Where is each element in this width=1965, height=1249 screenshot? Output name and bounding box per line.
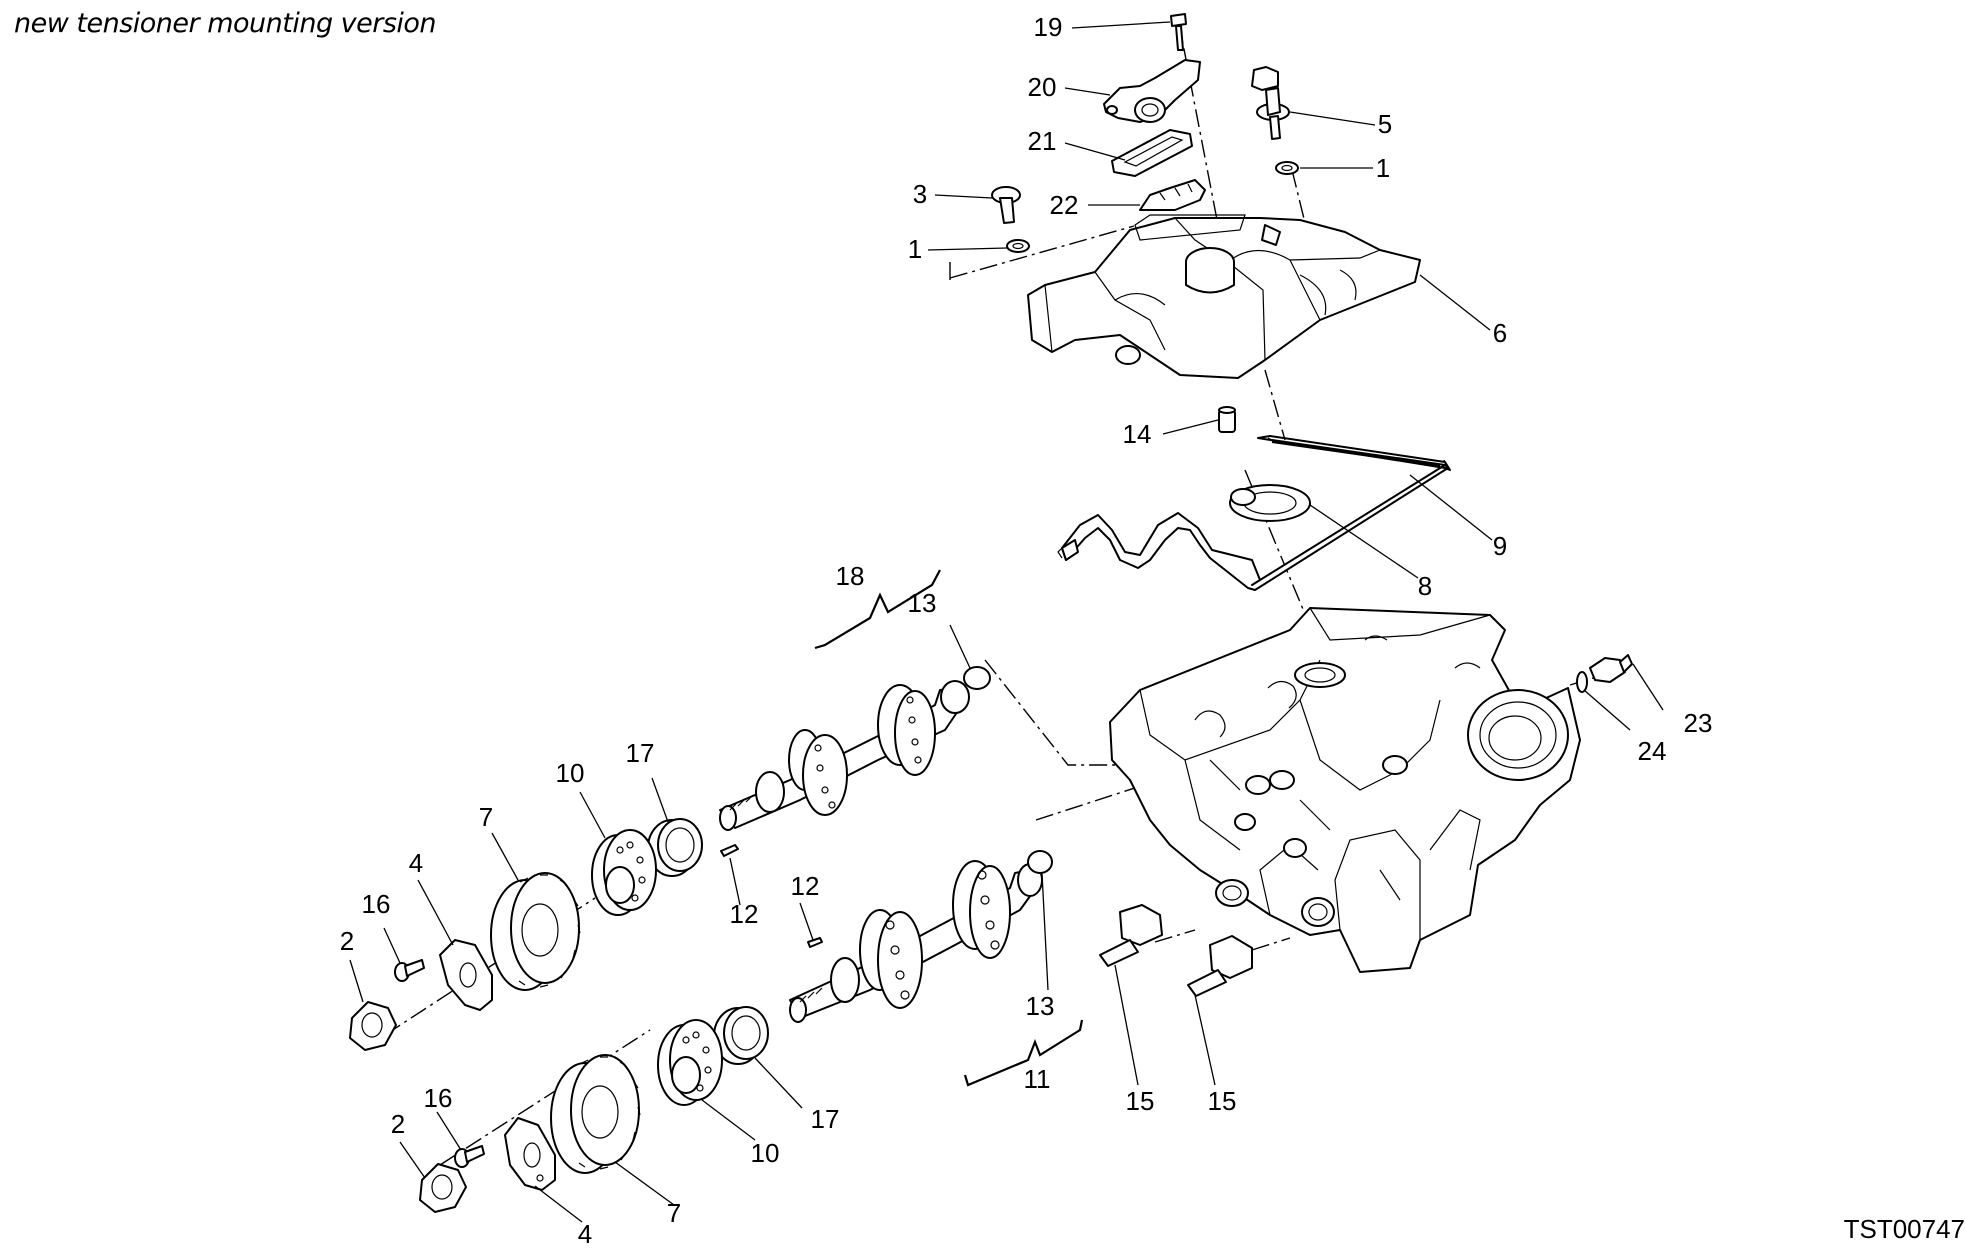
callout-21: 21 bbox=[1028, 126, 1057, 156]
leader-lines bbox=[349, 21, 1664, 1223]
cam-hub-upper bbox=[591, 829, 657, 916]
callout-3: 3 bbox=[913, 179, 927, 209]
callout-5: 5 bbox=[1378, 109, 1392, 139]
plug-seal bbox=[1229, 484, 1311, 522]
tensioner-bracket bbox=[1103, 59, 1201, 123]
retaining-plate-upper bbox=[439, 939, 493, 1011]
retaining-plate-lower bbox=[504, 1117, 556, 1191]
camshaft-upper bbox=[719, 680, 970, 831]
cam-hub-lower bbox=[657, 1019, 723, 1106]
o-ring-upper bbox=[963, 666, 991, 690]
callout-7: 7 bbox=[667, 1198, 681, 1228]
callout-14: 14 bbox=[1123, 419, 1152, 449]
plate-screw-upper bbox=[394, 959, 425, 982]
camshaft-lower bbox=[789, 860, 1043, 1023]
callout-1: 1 bbox=[1376, 153, 1390, 183]
bracket-18 bbox=[814, 569, 941, 650]
callout-2: 2 bbox=[340, 926, 354, 956]
ring-nut-lower bbox=[419, 1163, 467, 1213]
callout-13: 13 bbox=[908, 588, 937, 618]
washer-right bbox=[1275, 161, 1299, 175]
temperature-sensor bbox=[1589, 654, 1633, 683]
cover-screw-left bbox=[991, 186, 1021, 224]
callout-4: 4 bbox=[578, 1219, 592, 1249]
callout-19: 19 bbox=[1034, 12, 1063, 42]
callout-20: 20 bbox=[1028, 72, 1057, 102]
callout-18: 18 bbox=[836, 561, 865, 591]
key-lower bbox=[807, 937, 823, 948]
callout-15: 15 bbox=[1126, 1086, 1155, 1116]
callout-17: 17 bbox=[811, 1104, 840, 1134]
callout-22: 22 bbox=[1050, 190, 1079, 220]
callout-24: 24 bbox=[1638, 736, 1667, 766]
rubber-pad bbox=[1111, 129, 1193, 177]
timing-pulley-upper bbox=[490, 872, 581, 991]
stud-bolt-right bbox=[1187, 935, 1253, 997]
callout-8: 8 bbox=[1418, 571, 1432, 601]
cover-gasket bbox=[1057, 435, 1451, 591]
o-ring-lower bbox=[1027, 850, 1053, 874]
stud-bolt-left bbox=[1099, 904, 1163, 967]
callout-2: 2 bbox=[391, 1109, 405, 1139]
callout-numbers: 1920212231516149818132324171074162121213… bbox=[340, 12, 1713, 1249]
callout-16: 16 bbox=[424, 1083, 453, 1113]
cover-screw-right bbox=[1251, 66, 1290, 140]
callout-23: 23 bbox=[1684, 708, 1713, 738]
callout-6: 6 bbox=[1493, 318, 1507, 348]
tensioner-screw bbox=[1170, 13, 1187, 51]
callout-7: 7 bbox=[479, 802, 493, 832]
drawing-code: TST00747 bbox=[1843, 1214, 1965, 1244]
dowel-bushing bbox=[1218, 406, 1236, 433]
callout-16: 16 bbox=[362, 889, 391, 919]
callout-4: 4 bbox=[409, 848, 423, 878]
key-upper bbox=[720, 844, 739, 857]
clip-bracket bbox=[1139, 179, 1206, 211]
sensor-washer bbox=[1576, 671, 1588, 693]
callout-17: 17 bbox=[626, 738, 655, 768]
bracket-11 bbox=[963, 1019, 1084, 1087]
callout-15: 15 bbox=[1208, 1086, 1237, 1116]
diagram-caption: new tensioner mounting version bbox=[14, 8, 437, 39]
callout-10: 10 bbox=[556, 758, 585, 788]
callout-12: 12 bbox=[730, 899, 759, 929]
bearing-lower bbox=[713, 1006, 769, 1065]
callout-12: 12 bbox=[791, 871, 820, 901]
callout-13: 13 bbox=[1026, 991, 1055, 1021]
callout-9: 9 bbox=[1493, 531, 1507, 561]
cam-cover bbox=[1027, 214, 1421, 379]
cylinder-head bbox=[1109, 607, 1581, 973]
timing-pulley-lower bbox=[550, 1054, 641, 1174]
callout-1: 1 bbox=[908, 234, 922, 264]
washer-left bbox=[1006, 239, 1030, 253]
callout-11: 11 bbox=[1024, 1064, 1051, 1094]
bearing-upper bbox=[647, 818, 703, 877]
plate-screw-lower bbox=[454, 1145, 485, 1168]
ring-nut-upper bbox=[349, 1001, 397, 1051]
callout-10: 10 bbox=[751, 1138, 780, 1168]
